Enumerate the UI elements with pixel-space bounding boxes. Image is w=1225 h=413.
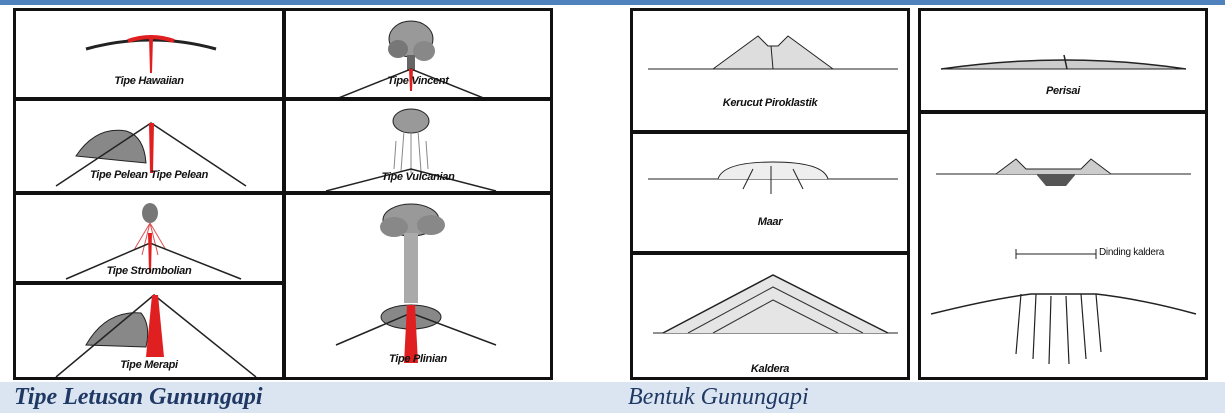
cell-strombolian: Tipe Strombolian (13, 192, 285, 284)
caption-hawaiian: Tipe Hawaiian (16, 75, 282, 87)
caption-pelean: Tipe Pelean Tipe Pelean (16, 169, 282, 181)
caption-merapi: Tipe Merapi (16, 359, 282, 371)
eruption-types-panel: Tipe Hawaiian Tipe Vincent Tipe Pelean T… (13, 8, 553, 380)
cell-merapi: Tipe Merapi (13, 282, 285, 380)
cell-pelean: Tipe Pelean Tipe Pelean (13, 98, 285, 194)
pyroclastic-cone-illustration (633, 11, 910, 133)
top-accent-line (0, 0, 1225, 5)
caption-plinian: Tipe Plinian (286, 353, 550, 365)
caption-caldera-wall: Dinding kaldera (1099, 247, 1164, 258)
cell-plinian: Tipe Plinian (283, 192, 553, 380)
eruption-types-title: Tipe Letusan Gunungapi (14, 384, 263, 411)
cell-vincent: Tipe Vincent (283, 8, 553, 100)
cell-caldera-section: Dinding kaldera (918, 111, 1208, 380)
caption-caldera: Kaldera (633, 363, 907, 375)
caption-vincent: Tipe Vincent (286, 75, 550, 87)
caldera-illustration (633, 255, 910, 380)
volcano-shapes-panel: Kerucut Piroklastik Perisai Maar Kaldera (630, 8, 1210, 380)
caption-shield: Perisai (921, 85, 1205, 97)
cell-shield: Perisai (918, 8, 1208, 113)
maar-illustration (633, 134, 910, 254)
cell-pyroclastic-cone: Kerucut Piroklastik (630, 8, 910, 133)
cell-caldera: Kaldera (630, 252, 910, 380)
caldera-section-illustration (921, 114, 1208, 380)
shield-illustration (921, 11, 1208, 113)
caption-maar: Maar (633, 216, 907, 228)
volcano-shapes-title: Bentuk Gunungapi (628, 384, 809, 411)
caption-strombolian: Tipe Strombolian (16, 265, 282, 277)
cell-vulcanian: Tipe Vulcanian (283, 98, 553, 194)
cell-maar: Maar (630, 131, 910, 254)
cell-hawaiian: Tipe Hawaiian (13, 8, 285, 100)
caption-vulcanian: Tipe Vulcanian (286, 171, 550, 183)
caption-pyroclastic-cone: Kerucut Piroklastik (633, 97, 907, 109)
